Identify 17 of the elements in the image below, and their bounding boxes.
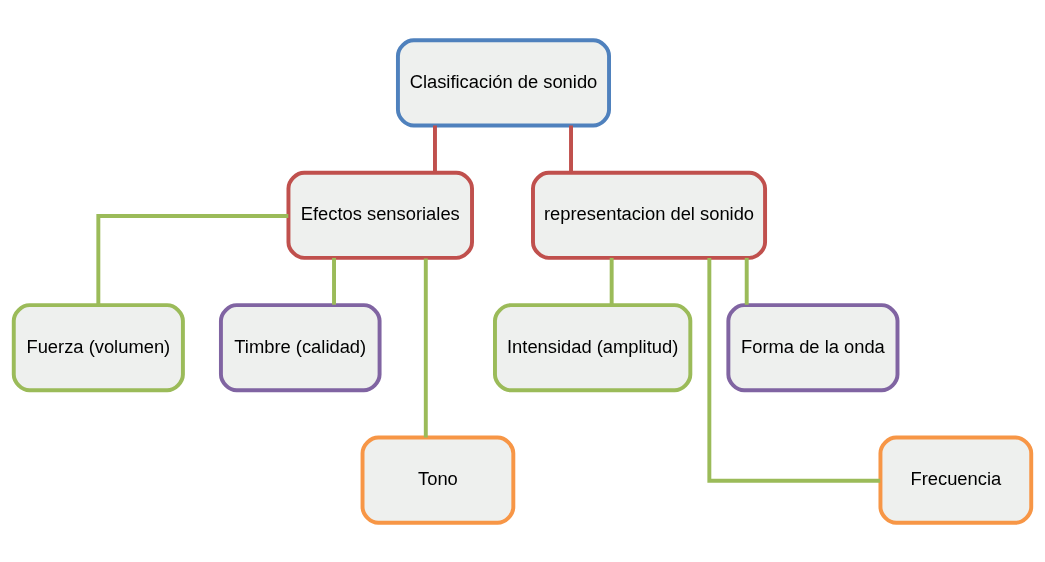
node-box: Intensidad (amplitud) bbox=[493, 302, 693, 392]
connector bbox=[423, 257, 428, 437]
connector bbox=[433, 125, 437, 172]
node-box: Timbre (calidad) bbox=[218, 302, 382, 392]
connector bbox=[707, 257, 881, 483]
connector bbox=[569, 125, 573, 172]
node-box: Frecuencia bbox=[878, 435, 1034, 525]
node-box: Tono bbox=[360, 435, 516, 525]
node-box: Clasificación de sonido bbox=[395, 37, 611, 127]
node-box: Efectos sensoriales bbox=[286, 170, 474, 260]
node-box: representacion del sonido bbox=[531, 170, 768, 260]
connector bbox=[609, 257, 614, 305]
connector bbox=[332, 257, 336, 305]
connector bbox=[744, 257, 749, 305]
node-box: Fuerza (volumen) bbox=[11, 302, 185, 392]
node-box: Forma de la onda bbox=[726, 302, 900, 392]
connector bbox=[96, 213, 289, 305]
